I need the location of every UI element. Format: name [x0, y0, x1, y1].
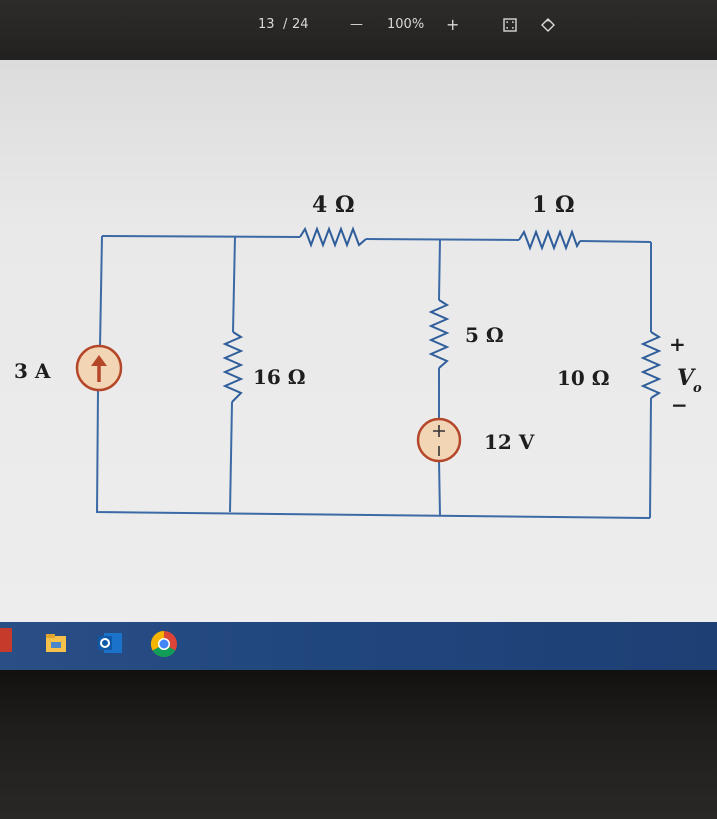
label-10-ohm: 10 Ω	[557, 366, 610, 390]
monitor-bezel-bottom	[0, 670, 717, 819]
resistor-1-ohm	[518, 229, 581, 251]
page-separator: /	[283, 17, 288, 32]
pdf-toolbar: 13 / 24 — 100% +	[0, 0, 717, 60]
document-page	[0, 60, 717, 624]
rotate-icon[interactable]	[540, 17, 556, 33]
page-total: 24	[292, 17, 309, 32]
current-source	[75, 344, 123, 392]
label-1-ohm: 1 Ω	[532, 192, 575, 218]
vo-plus: +	[669, 332, 686, 356]
monitor-bezel-top	[0, 0, 717, 60]
chrome-icon[interactable]	[149, 629, 179, 659]
zoom-in-button[interactable]: +	[446, 15, 460, 34]
zoom-level[interactable]: 100%	[387, 17, 425, 32]
vo-minus: −	[671, 393, 688, 417]
partial-app-icon[interactable]	[0, 628, 12, 652]
resistor-10-ohm	[640, 331, 662, 399]
zoom-out-button[interactable]: —	[350, 17, 363, 32]
vo-subscript: o	[693, 381, 702, 396]
circuit-wires	[95, 235, 652, 519]
fit-page-icon[interactable]	[503, 18, 517, 32]
vo-label: V	[677, 365, 696, 391]
label-3a: 3 A	[14, 359, 51, 383]
label-5-ohm: 5 Ω	[465, 323, 504, 347]
label-12v: 12 V	[484, 430, 535, 454]
resistor-16-ohm	[222, 331, 244, 403]
resistor-5-ohm	[428, 299, 450, 369]
resistor-4-ohm	[299, 226, 367, 248]
label-16-ohm: 16 Ω	[253, 365, 306, 389]
label-4-ohm: 4 Ω	[312, 192, 355, 218]
outlook-icon[interactable]	[96, 629, 124, 657]
voltage-source	[416, 417, 462, 463]
page-current[interactable]: 13	[258, 17, 275, 32]
file-explorer-icon[interactable]	[43, 630, 69, 656]
